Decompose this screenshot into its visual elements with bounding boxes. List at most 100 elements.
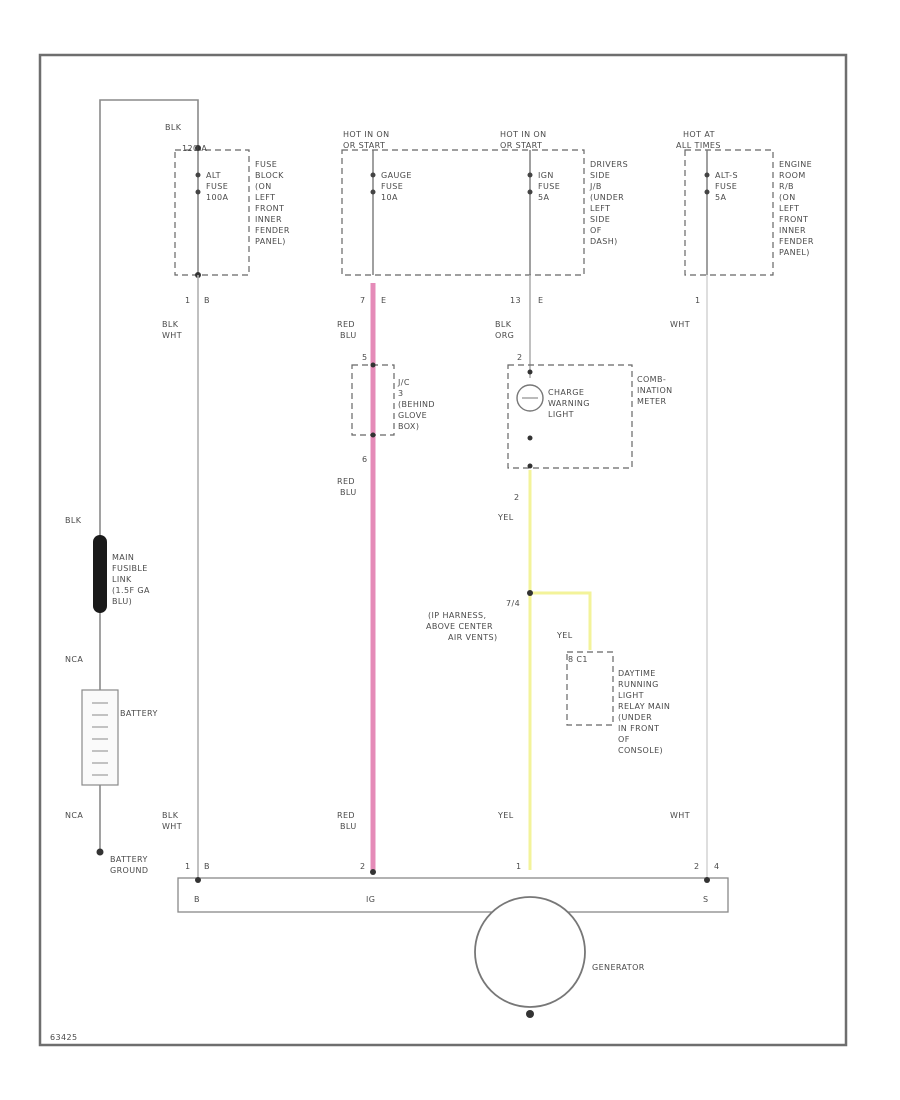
svg-text:HOT IN ON: HOT IN ON (343, 130, 390, 139)
generator-ground-dot (526, 1010, 534, 1018)
svg-text:100A: 100A (206, 193, 228, 202)
alt-s-hot-label: HOT AT ALL TIMES (676, 130, 721, 150)
wire-color-gauge-mid: RED BLU (337, 477, 356, 497)
drivers-jb-box (341, 149, 585, 276)
pin-jc-in: 5 (362, 353, 368, 362)
svg-text:(BEHIND: (BEHIND (398, 400, 435, 409)
battery-ground-dot (96, 848, 104, 856)
svg-text:LIGHT: LIGHT (548, 410, 574, 419)
svg-text:RUNNING: RUNNING (618, 680, 659, 689)
wire-color-alt-upper: BLK WHT (162, 320, 182, 340)
pin-gen-l: 1 (516, 862, 522, 871)
combination-meter-box (507, 364, 633, 469)
svg-text:PANEL): PANEL) (779, 248, 810, 257)
svg-text:5A: 5A (715, 193, 726, 202)
svg-text:AIR VENTS): AIR VENTS) (448, 633, 498, 642)
wire-color-alt-lower: BLK WHT (162, 811, 182, 831)
gauge-fuse (370, 150, 376, 275)
svg-text:ALL TIMES: ALL TIMES (676, 141, 721, 150)
svg-text:LEFT: LEFT (255, 193, 275, 202)
gen-terminal-s: S (703, 895, 708, 904)
meter-mid-dot (527, 435, 533, 441)
engine-room-rb-label: ENGINE ROOM R/B (ON LEFT FRONT INNER FEN… (779, 160, 814, 257)
pin-alt-s-out: 1 (695, 296, 701, 305)
svg-text:(ON: (ON (255, 182, 272, 191)
jc-bottom-dot (370, 432, 376, 438)
generator-symbol (474, 896, 586, 1008)
svg-text:FRONT: FRONT (779, 215, 808, 224)
pin-ign-out-1: 13 (510, 296, 521, 305)
drl-relay-box (566, 651, 614, 726)
wire-color-gauge-lower: RED BLU (337, 811, 356, 831)
svg-text:3: 3 (398, 389, 404, 398)
pin-gauge-out-2: E (381, 296, 386, 305)
pin-alt-out-1: 1 (185, 296, 191, 305)
gen-b-dot (195, 877, 201, 883)
wire-yel-branch (530, 591, 592, 650)
svg-text:DRIVERS: DRIVERS (590, 160, 628, 169)
svg-text:OR START: OR START (343, 141, 385, 150)
wire-color-alt-s-lower: WHT (670, 811, 690, 820)
pin-gen-ig: 2 (360, 862, 366, 871)
svg-text:SIDE: SIDE (590, 215, 610, 224)
fusible-link-label: MAIN FUSIBLE LINK (1.5F GA BLU) (112, 553, 150, 606)
svg-text:(UNDER: (UNDER (618, 713, 652, 722)
svg-text:FUSIBLE: FUSIBLE (112, 564, 148, 573)
svg-text:BLK: BLK (162, 320, 179, 329)
battery-wire-top: NCA (65, 655, 83, 664)
svg-text:BOX): BOX) (398, 422, 419, 431)
wire-color-ign-upper: BLK ORG (495, 320, 514, 340)
svg-text:OF: OF (618, 735, 630, 744)
svg-text:FENDER: FENDER (255, 226, 290, 235)
battery-wire-bottom: NCA (65, 811, 83, 820)
svg-text:ORG: ORG (495, 331, 514, 340)
svg-text:LEFT: LEFT (779, 204, 799, 213)
splice-location-label: (IP HARNESS, ABOVE CENTER AIR VENTS) (426, 611, 498, 642)
svg-text:LEFT: LEFT (590, 204, 610, 213)
svg-text:INNER: INNER (779, 226, 806, 235)
svg-text:CHARGE: CHARGE (548, 388, 584, 397)
svg-text:DASH): DASH) (590, 237, 618, 246)
pin-gauge-out-1: 7 (360, 296, 366, 305)
svg-text:MAIN: MAIN (112, 553, 134, 562)
meter-top-dot (527, 369, 533, 375)
svg-text:RED: RED (337, 320, 355, 329)
svg-text:ALT-S: ALT-S (715, 171, 738, 180)
svg-text:GLOVE: GLOVE (398, 411, 427, 420)
svg-text:ABOVE CENTER: ABOVE CENTER (426, 622, 493, 631)
svg-text:BLOCK: BLOCK (255, 171, 284, 180)
gauge-hot-label: HOT IN ON OR START (343, 130, 390, 150)
svg-text:(ON: (ON (779, 193, 796, 202)
svg-text:METER: METER (637, 397, 666, 406)
drivers-jb-label: DRIVERS SIDE J/B (UNDER LEFT SIDE OF DAS… (589, 160, 628, 246)
svg-text:FENDER: FENDER (779, 237, 814, 246)
alt-feed-wire-color: BLK (165, 123, 182, 132)
pin-ign-out-2: E (538, 296, 543, 305)
svg-text:RED: RED (337, 477, 355, 486)
pin-gen-b-2: B (204, 862, 210, 871)
battery-label: BATTERY (120, 709, 158, 718)
fuse-block-left-label: FUSE BLOCK (ON LEFT FRONT INNER FENDER P… (255, 160, 290, 246)
fusible-link (93, 535, 107, 613)
svg-text:BLU): BLU) (112, 597, 132, 606)
gen-ig-dot (370, 869, 376, 875)
pin-meter-in: 2 (517, 353, 523, 362)
fusible-link-wire-color: BLK (65, 516, 82, 525)
figure-id: 63425 (50, 1033, 77, 1042)
svg-text:WHT: WHT (162, 822, 182, 831)
pin-alt-out-2: B (204, 296, 210, 305)
svg-text:R/B: R/B (779, 182, 794, 191)
svg-text:SIDE: SIDE (590, 171, 610, 180)
alt-feed-rating: 120 A (182, 144, 207, 153)
battery-feed-wire (99, 99, 199, 850)
svg-text:FUSE: FUSE (381, 182, 403, 191)
gauge-fuse-label: GAUGE FUSE 10A (381, 171, 411, 202)
pin-gen-b-1: 1 (185, 862, 191, 871)
jc-top-dot (370, 362, 376, 368)
svg-text:GROUND: GROUND (110, 866, 148, 875)
svg-text:FUSE: FUSE (538, 182, 560, 191)
svg-text:WHT: WHT (162, 331, 182, 340)
svg-text:IN FRONT: IN FRONT (618, 724, 659, 733)
svg-text:5A: 5A (538, 193, 549, 202)
engine-room-rb-box (684, 149, 774, 276)
